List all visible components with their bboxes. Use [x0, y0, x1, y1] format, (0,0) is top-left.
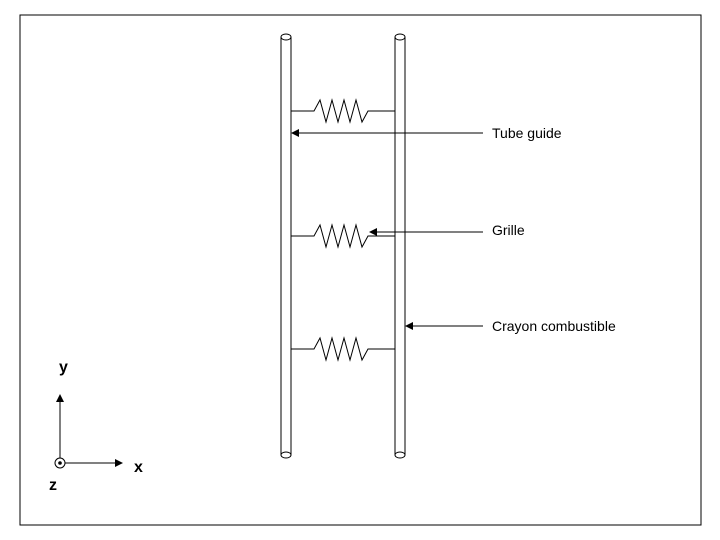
grid-spring-bottom [291, 336, 395, 362]
x-axis-label: x [134, 459, 143, 476]
fuel-rod-label: Crayon combustible [492, 318, 616, 334]
coordinate-axes [54, 394, 123, 469]
guide-tube-label: Tube guide [492, 125, 562, 141]
fuel-rod [394, 33, 406, 459]
z-axis-label: z [49, 477, 57, 494]
diagram-frame [19, 14, 702, 526]
grid-spring-top [291, 98, 395, 124]
y-axis-label: y [59, 359, 68, 376]
grid-spring-middle [291, 223, 395, 249]
grid-label: Grille [492, 222, 525, 238]
guide-tube [280, 33, 292, 459]
